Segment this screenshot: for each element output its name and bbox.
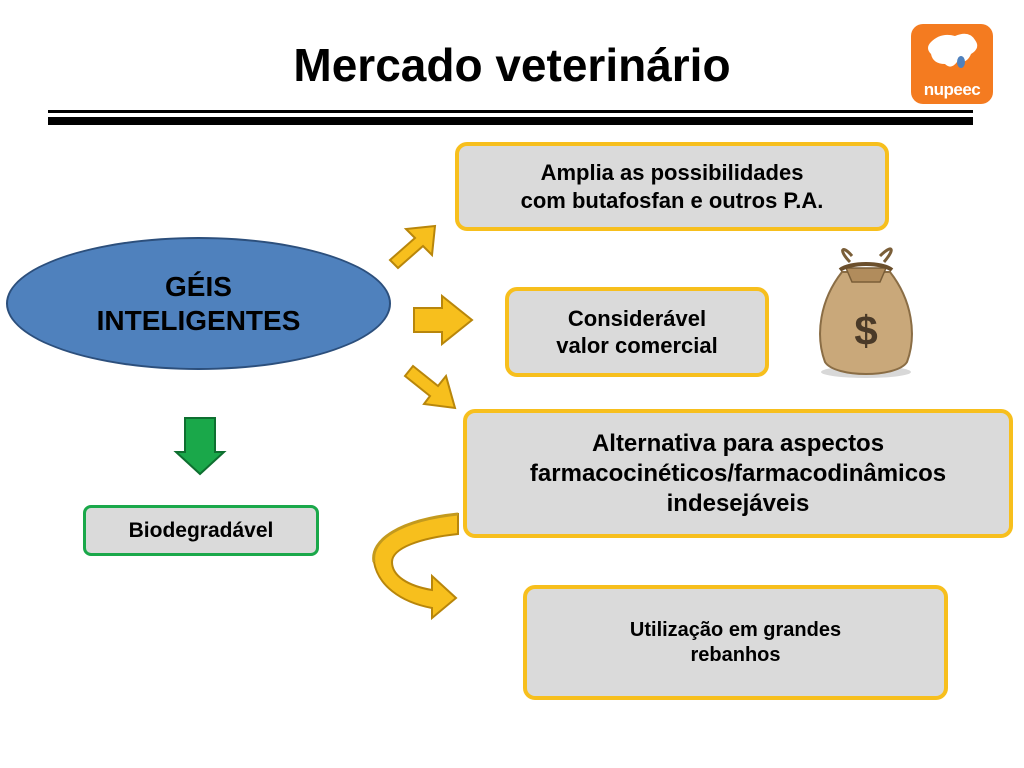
nupeec-logo: nupeec — [911, 24, 993, 104]
logo-text: nupeec — [923, 80, 981, 99]
outcome-box-3: Alternativa para aspectos farmacocinétic… — [463, 409, 1013, 538]
outcome-3-line2: farmacocinéticos/farmacodinâmicos — [529, 459, 947, 487]
outcome-4-line2: rebanhos — [690, 643, 781, 666]
outcome-1-line1: Amplia as possibilidades — [540, 160, 804, 185]
outcome-2-line1: Considerável — [567, 305, 707, 331]
money-bag-icon: $ — [819, 247, 913, 378]
central-concept-line1: GÉIS — [165, 270, 232, 302]
outcome-box-4: Utilização em grandes rebanhos — [523, 585, 948, 700]
central-concept-line2: INTELIGENTES — [96, 304, 301, 336]
outcome-4-line1: Utilização em grandes — [629, 618, 842, 641]
outcome-1-line2: com butafosfan e outros P.A. — [520, 187, 824, 213]
outcome-box-2: Considerável valor comercial — [505, 287, 769, 377]
title-rule-thin — [48, 110, 973, 113]
outcome-2-line2: valor comercial — [556, 333, 718, 358]
central-concept-ellipse: GÉIS INTELIGENTES — [6, 237, 391, 370]
outcome-3-line3: indesejáveis — [666, 489, 810, 517]
outcome-3-line1: Alternativa para aspectos — [591, 429, 885, 457]
biodegradable-box: Biodegradável — [83, 505, 319, 556]
outcome-box-1: Amplia as possibilidades com butafosfan … — [455, 142, 889, 231]
curved-arrow-icon — [372, 512, 459, 621]
svg-text:$: $ — [854, 307, 877, 354]
arrow-up-right-icon — [388, 224, 437, 270]
arrow-right-icon — [413, 293, 474, 347]
arrow-down-right-icon — [403, 364, 457, 410]
title-rule-thick — [48, 117, 973, 125]
page-title: Mercado veterinário — [293, 39, 731, 91]
green-down-arrow-icon — [173, 417, 227, 476]
map-icon — [928, 33, 978, 68]
